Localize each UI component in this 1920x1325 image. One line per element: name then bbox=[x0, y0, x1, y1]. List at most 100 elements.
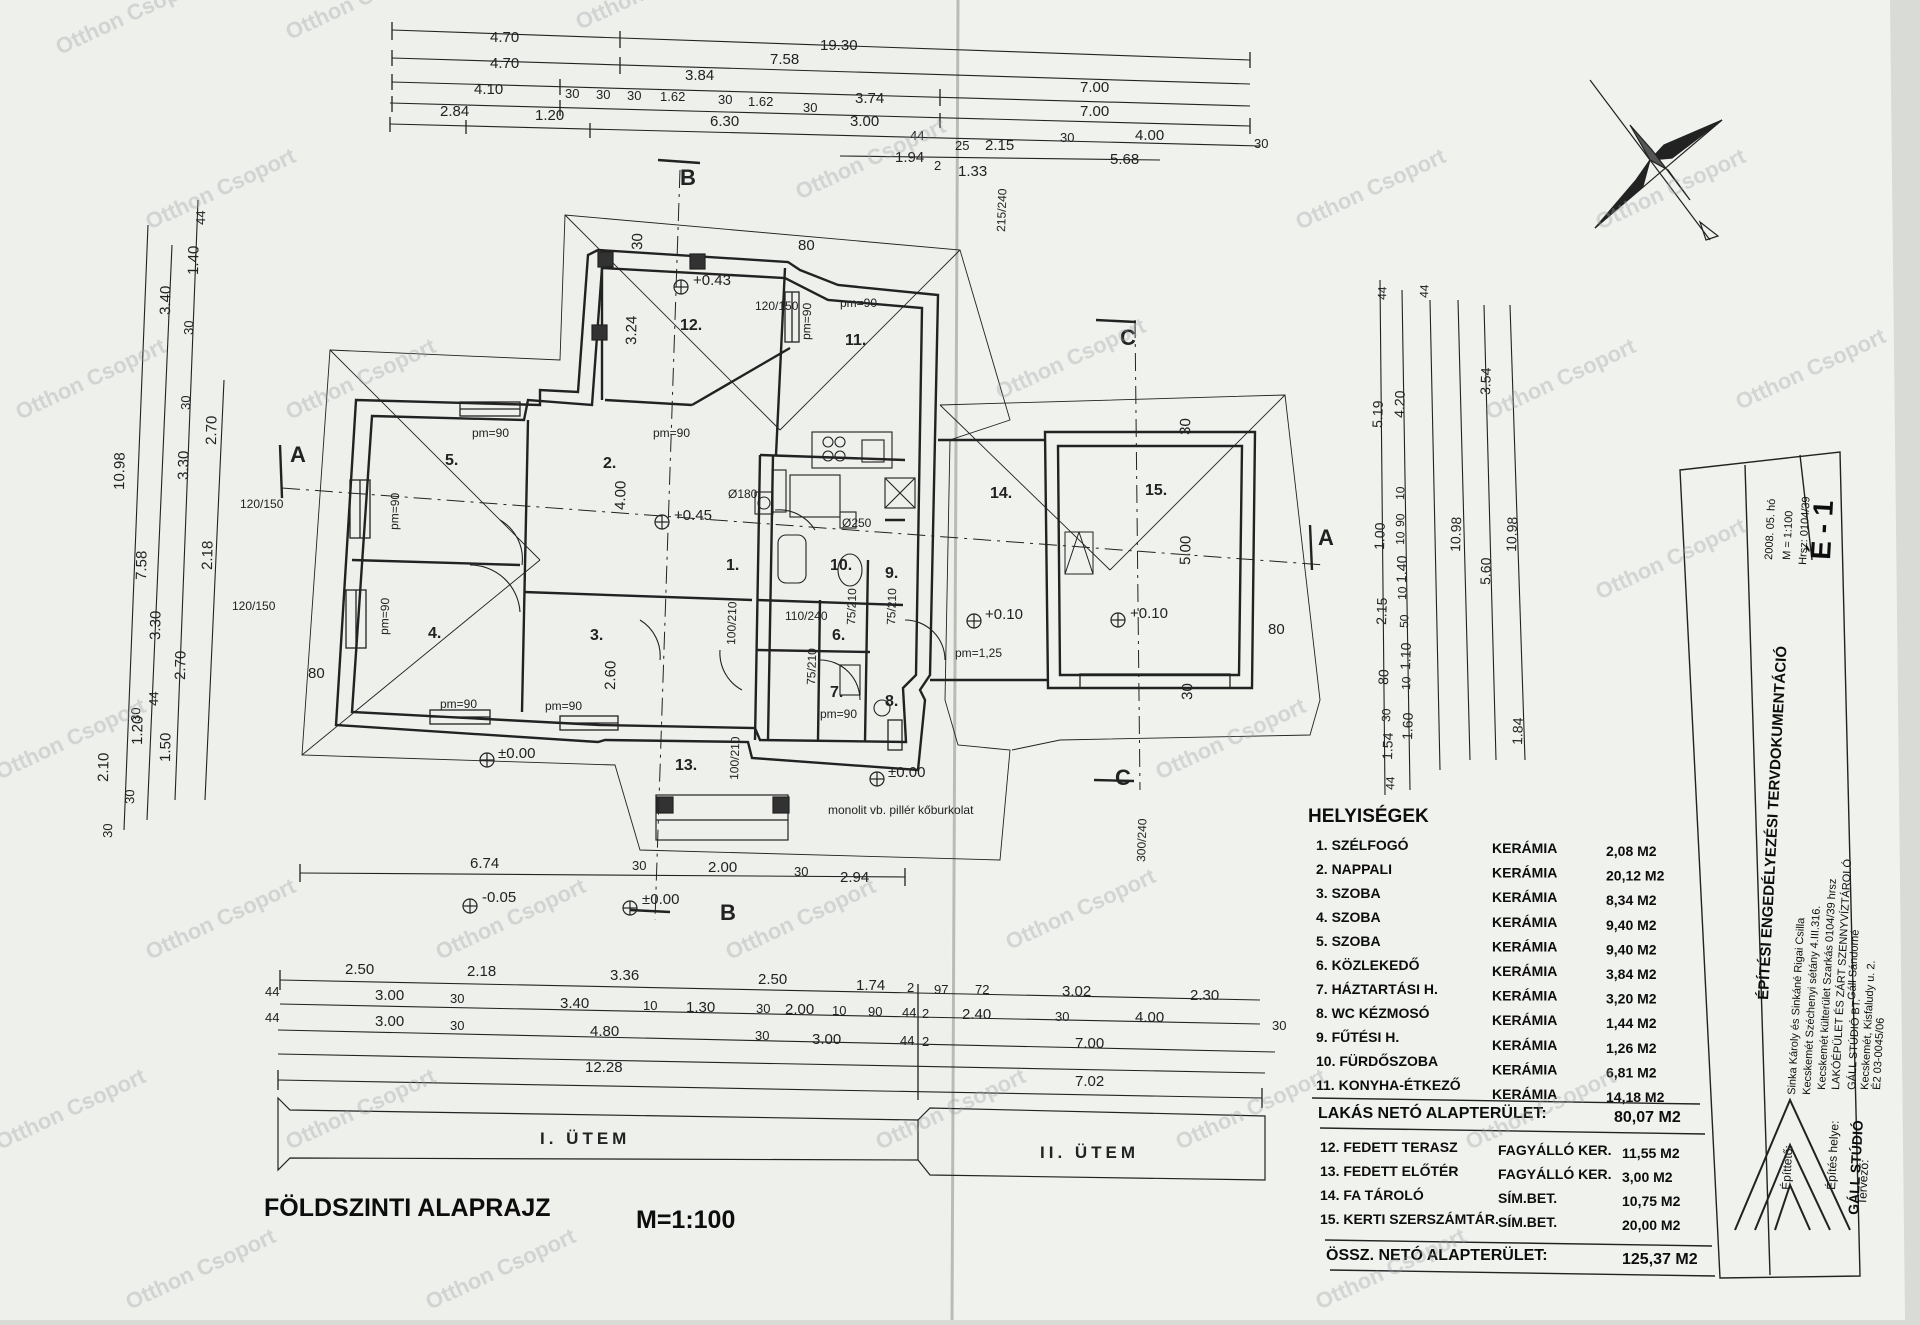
dim-text: 30 bbox=[627, 88, 641, 103]
dim-text: 2.15 bbox=[1373, 597, 1390, 625]
annotation-text: 110/240 bbox=[785, 609, 828, 623]
dim-text: 30 bbox=[1060, 130, 1074, 145]
annotation-text: monolit vb. pillér kőburkolat bbox=[828, 803, 974, 817]
dim-text: 7.02 bbox=[1075, 1073, 1104, 1090]
dim-text: 4.20 bbox=[1391, 390, 1408, 418]
shed-fixture bbox=[1064, 531, 1094, 575]
drawing-scale: M=1:100 bbox=[636, 1206, 735, 1234]
room-number-14: 14. bbox=[990, 485, 1012, 502]
north-arrow-icon bbox=[1589, 79, 1723, 241]
dim-text: 3.40 bbox=[157, 286, 175, 315]
dim-text: 1.84 bbox=[1509, 717, 1526, 745]
dim-text: 2.50 bbox=[345, 961, 374, 978]
dim-text: 10 bbox=[1393, 486, 1407, 500]
dim-text: 30 bbox=[565, 86, 579, 101]
room-number-5: 5. bbox=[445, 452, 458, 469]
dim-text: 44 bbox=[900, 1033, 914, 1048]
dim-text: 5.19 bbox=[1369, 400, 1386, 428]
subtotal-label: LAKÁS NETÓ ALAPTERÜLET: bbox=[1318, 1103, 1547, 1122]
annotation-text: Ø180 bbox=[728, 487, 758, 501]
title-block-hrsz: Hrsz: 0104/39 bbox=[1797, 496, 1813, 565]
room-row-floor: KERÁMIA bbox=[1492, 1012, 1557, 1028]
level-text: ±0.00 bbox=[642, 891, 679, 908]
designer-line: GÁLL STÚDIÓ BT. bbox=[1845, 998, 1863, 1090]
level-texts: +0.43 +0.45 +0.10 +0.10 ±0.00 ±0.00 -0.0… bbox=[482, 272, 1168, 908]
room-row-area: 2,08 M2 bbox=[1606, 843, 1657, 859]
dim-text: 30 bbox=[1254, 136, 1268, 151]
annotation-text: 215/240 bbox=[994, 188, 1010, 232]
dim-text: 10.98 bbox=[111, 452, 129, 490]
dim-text: 1.00 bbox=[1371, 522, 1388, 550]
dim-text: 3.30 bbox=[147, 611, 165, 640]
dim-text: 44 bbox=[902, 1005, 916, 1020]
dim-text: 1.33 bbox=[958, 163, 987, 180]
annotation-text: pm=90 bbox=[387, 492, 402, 530]
dim-text: 30 bbox=[1055, 1009, 1069, 1024]
room-number-9: 9. bbox=[885, 565, 898, 582]
dim-text: 10.98 bbox=[1447, 516, 1464, 552]
dim-text: 2.15 bbox=[985, 137, 1014, 154]
dim-text: 12.28 bbox=[585, 1059, 623, 1076]
room-row-floor: KERÁMIA bbox=[1492, 1086, 1557, 1102]
room-row-label: 1. SZÉLFOGÓ bbox=[1316, 836, 1409, 853]
annotation-text: pm=90 bbox=[799, 302, 814, 340]
logo-text: GÁLL STÚDIÓ bbox=[1844, 1120, 1866, 1216]
room-row-label: 14. FA TÁROLÓ bbox=[1320, 1186, 1424, 1203]
rooms-table-heading: HELYISÉGEK bbox=[1308, 805, 1429, 827]
dim-text: 2 bbox=[922, 1034, 929, 1049]
section-mark-texts: A A B B C C bbox=[290, 165, 1334, 925]
room-row-area: 9,40 M2 bbox=[1606, 941, 1657, 957]
title-block-date: 2008. 05. hó bbox=[1763, 498, 1778, 560]
room-row-area: 11,55 M2 bbox=[1622, 1145, 1680, 1161]
doors bbox=[469, 509, 946, 701]
builder-label: Építtető: bbox=[1778, 1145, 1795, 1190]
terrace-12-posts bbox=[591, 251, 706, 341]
site-label: Építés helye: bbox=[1823, 1120, 1842, 1190]
dim-text: 3.74 bbox=[855, 90, 884, 107]
dim-text: 80 bbox=[1268, 621, 1285, 638]
dim-text: 80 bbox=[798, 237, 815, 254]
dim-text: 10.98 bbox=[1503, 516, 1520, 552]
plan-annotations: pm=90 pm=90 pm=90 pm=90 pm=90 pm=90 pm=1… bbox=[232, 188, 1150, 862]
annotation-text: 75/210 bbox=[884, 588, 899, 625]
dim-text: 30 bbox=[100, 823, 115, 838]
dim-text: 30 bbox=[1379, 708, 1393, 722]
dim-text: 4.00 bbox=[612, 481, 630, 510]
dim-text: 30 bbox=[181, 320, 196, 335]
designer-line: Gáll Sándorné bbox=[1846, 929, 1862, 1000]
dim-text: 50 bbox=[1397, 614, 1411, 628]
dim-text: 7.00 bbox=[1080, 79, 1109, 96]
plan-dims-inner: 4.00 2.60 3.24 5.00 80 80 80 30 30 30 bbox=[308, 233, 1285, 700]
annotation-text: pm=90 bbox=[840, 296, 877, 310]
kitchen-fixtures bbox=[771, 431, 916, 518]
room-number-1: 1. bbox=[726, 557, 739, 574]
dim-text: 2.10 bbox=[95, 753, 113, 782]
dim-text: 3.40 bbox=[560, 995, 589, 1012]
designer-label: Tervező: bbox=[1855, 1159, 1871, 1205]
room-row-label: 3. SZOBA bbox=[1316, 885, 1381, 901]
paper-fold bbox=[950, 0, 960, 1321]
level-text: +0.10 bbox=[1130, 605, 1168, 622]
room-row-floor: KERÁMIA bbox=[1492, 865, 1557, 881]
dim-text: 1.40 bbox=[185, 246, 203, 275]
studio-logo: GÁLL STÚDIÓ bbox=[1734, 1097, 1866, 1231]
sheet-number: É - 1 bbox=[1805, 500, 1839, 561]
room-row-label: 6. KÖZLEKEDŐ bbox=[1316, 956, 1420, 973]
level-text: ±0.00 bbox=[888, 764, 925, 781]
dim-text: 44 bbox=[146, 691, 161, 706]
room-row-area: 6,81 M2 bbox=[1606, 1064, 1657, 1080]
dim-text: 4.70 bbox=[490, 29, 519, 46]
paper-right-page bbox=[950, 0, 1905, 1320]
walls-storage bbox=[930, 430, 1257, 690]
dim-text: 30 bbox=[178, 395, 193, 410]
dim-text: 30 bbox=[596, 87, 610, 102]
bottom-dim-texts: 6.74 30 2.00 30 2.94 2.50 2.18 3.36 2.50… bbox=[265, 855, 1286, 1090]
room-number-11: 11. bbox=[845, 332, 866, 349]
room-number-13: 13. bbox=[675, 757, 697, 774]
room-row-area: 3,84 M2 bbox=[1606, 966, 1657, 982]
bathroom-fixtures bbox=[777, 534, 891, 717]
dim-text: 1.54 bbox=[1379, 732, 1396, 760]
level-markers bbox=[462, 279, 1126, 916]
